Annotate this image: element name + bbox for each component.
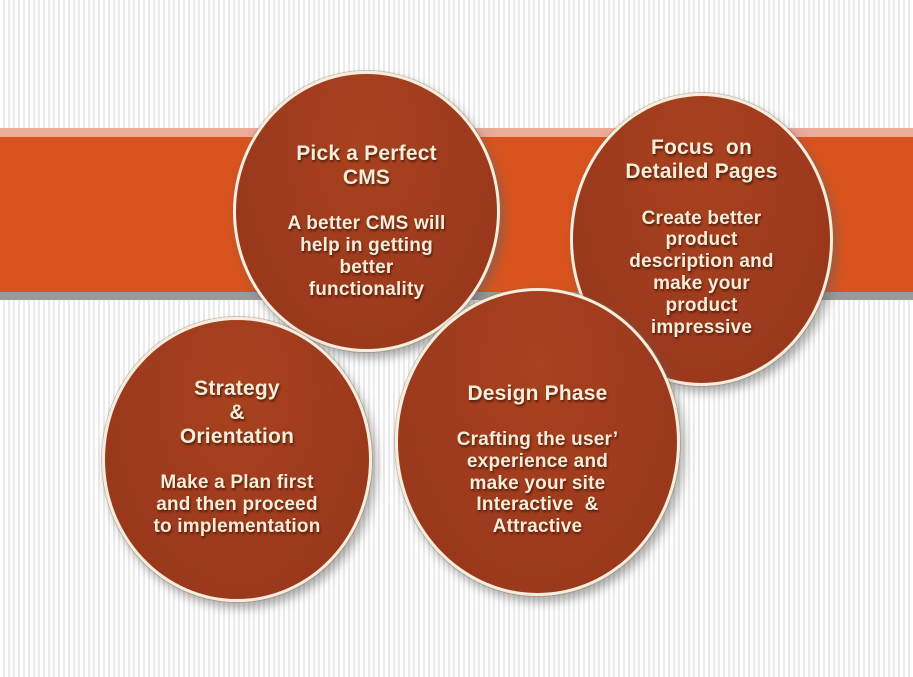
bubble-body: Crafting the user’ experience and make y…: [456, 428, 619, 538]
bubble-body: Make a Plan first and then proceed to im…: [153, 472, 321, 538]
bubble-title: Strategy & Orientation: [179, 377, 295, 449]
bubble-design-phase: Design Phase Crafting the user’ experien…: [395, 288, 680, 596]
bubble-title: Pick a Perfect CMS: [296, 142, 437, 190]
bubble-pick-a-perfect-cms: Pick a Perfect CMS A better CMS will hel…: [233, 71, 500, 352]
bubble-body: Create better product description and ma…: [629, 207, 774, 338]
bubble-strategy-orientation: Strategy & Orientation Make a Plan first…: [102, 317, 372, 602]
bubble-content: Focus on Detailed Pages Create better pr…: [573, 94, 830, 381]
bubble-content: Design Phase Crafting the user’ experien…: [398, 309, 677, 611]
bubble-content: Pick a Perfect CMS A better CMS will hel…: [236, 84, 497, 359]
bubble-content: Strategy & Orientation Make a Plan first…: [105, 318, 369, 597]
bubble-title: Focus on Detailed Pages: [625, 136, 778, 184]
bubble-title: Design Phase: [467, 381, 608, 405]
bubble-body: A better CMS will help in getting better…: [287, 213, 446, 300]
bubble-focus-on-detailed-pages: Focus on Detailed Pages Create better pr…: [570, 93, 833, 386]
